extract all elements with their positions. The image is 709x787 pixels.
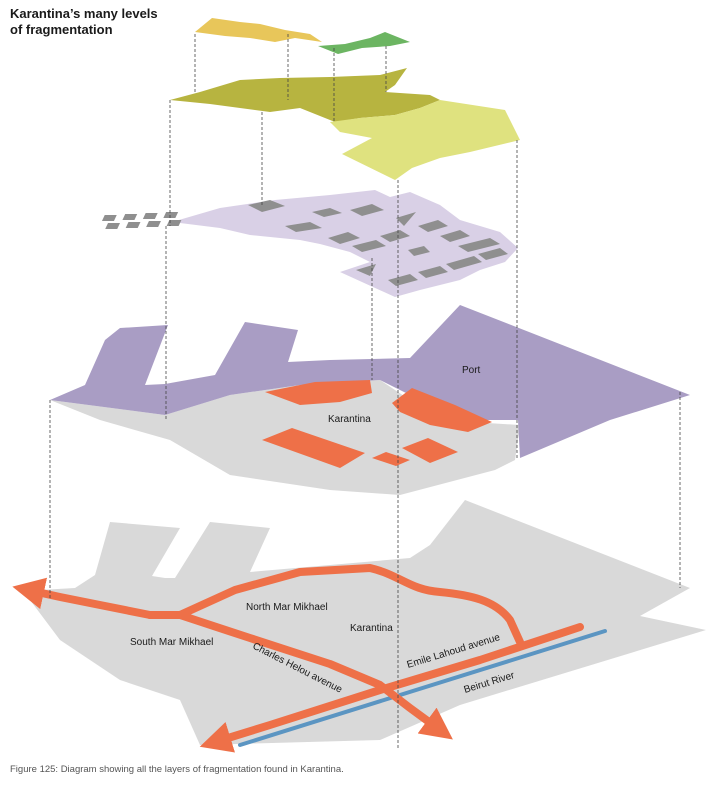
page-title-line-2: of fragmentation xyxy=(10,22,113,37)
karantina-parcel xyxy=(262,428,365,468)
port-area-purple xyxy=(50,305,690,458)
building-block xyxy=(418,220,448,232)
building-block xyxy=(418,266,448,278)
figure-caption: Figure 125: Diagram showing all the laye… xyxy=(10,764,344,775)
building-block xyxy=(105,223,121,229)
building-block xyxy=(248,200,285,212)
building-block xyxy=(356,264,376,276)
building-block xyxy=(396,212,416,226)
charles-helou-road xyxy=(176,611,453,740)
building-block xyxy=(285,222,322,232)
building-block xyxy=(380,230,410,242)
label-karantina-port-layer: Karantina xyxy=(328,414,371,425)
karantina-parcel xyxy=(402,438,458,463)
karantina-parcels xyxy=(262,380,492,468)
building-block xyxy=(312,208,342,217)
karantina-parcel xyxy=(372,452,410,466)
page-title-line-1: Karantina’s many levels xyxy=(10,6,158,21)
karantina-parcel xyxy=(265,380,372,405)
karantina-parcel xyxy=(392,388,492,432)
building-block xyxy=(408,246,430,256)
building-block xyxy=(146,221,161,227)
base-layer: South Mar Mikhael North Mar Mikhael Kara… xyxy=(12,500,706,753)
building-block xyxy=(125,222,141,228)
port-layer: Port Karantina xyxy=(50,305,690,495)
road-network xyxy=(12,564,584,753)
building-block xyxy=(458,238,500,252)
pale-yellow-layer-shape xyxy=(330,100,520,180)
building-block xyxy=(350,204,384,216)
label-south-mar-mikhael: South Mar Mikhael xyxy=(130,637,213,648)
building-block xyxy=(163,212,179,218)
building-block xyxy=(122,214,138,220)
building-block xyxy=(328,232,360,244)
beirut-river-line xyxy=(238,629,607,747)
land-use-layer xyxy=(170,68,520,180)
building-block xyxy=(478,248,508,260)
building-block xyxy=(440,230,470,242)
ground-plane xyxy=(30,500,706,745)
building-block xyxy=(142,213,158,219)
building-block xyxy=(388,274,418,286)
building-block xyxy=(352,240,386,252)
building-block xyxy=(446,256,482,270)
olive-layer-shape xyxy=(170,68,440,122)
label-port: Port xyxy=(462,365,481,376)
building-block xyxy=(166,220,182,226)
layer-connectors xyxy=(49,34,681,750)
yellow-layer-shape xyxy=(195,18,322,42)
label-north-mar-mikhael: North Mar Mikhael xyxy=(246,602,328,613)
top-layer xyxy=(195,18,410,54)
label-karantina-base: Karantina xyxy=(350,623,393,634)
building-block xyxy=(101,215,117,221)
western-arterial-road xyxy=(12,577,154,619)
page-title: Karantina’s many levels of fragmentation xyxy=(10,6,200,38)
buildings-layer xyxy=(101,190,518,297)
buildings-footprint-lilac xyxy=(172,190,518,297)
green-layer-shape xyxy=(318,32,410,54)
north-loop-road xyxy=(176,564,524,646)
emile-lahoud-road xyxy=(199,623,584,753)
